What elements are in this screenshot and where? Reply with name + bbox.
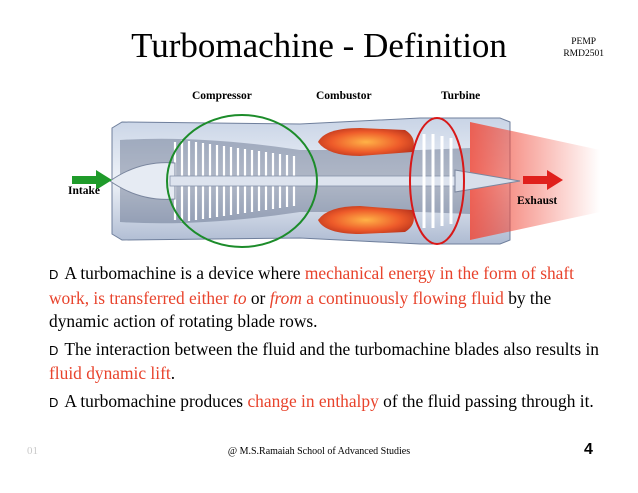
combustor-bottom-flame (318, 206, 414, 234)
turbine-blades (422, 134, 453, 228)
compressor-highlight-ring (166, 114, 318, 248)
bullet-text: of the fluid passing through it. (378, 390, 594, 411)
bullet-text: A turbomachine produces (64, 390, 248, 411)
turbine-highlight-ring (409, 117, 465, 245)
bullet-text: . (170, 363, 176, 383)
bullet-highlight: fluid dynamic lift (49, 363, 171, 383)
bullet-text: or (246, 287, 270, 308)
label-compressor: Compressor (192, 90, 252, 102)
course-code: PEMP RMD2501 (563, 36, 604, 60)
label-turbine: Turbine (441, 90, 481, 102)
slide-code: 01 (27, 445, 38, 457)
bullet-highlight: a continuously flowing (301, 287, 471, 308)
bullet-marker-icon: D (49, 342, 59, 358)
bullet-marker-icon: D (49, 267, 59, 282)
combustor-top-flame (318, 128, 414, 156)
bullet-highlight: fluid (470, 287, 504, 308)
bullet-marker-icon: D (49, 394, 59, 410)
footer-credit: @ M.S.Ramaiah School of Advanced Studies (227, 446, 411, 457)
label-combustor: Combustor (316, 90, 372, 102)
label-exhaust: Exhaust (517, 195, 558, 207)
bullet-highlight: mechanical energy in the form of shaft w… (49, 263, 575, 308)
slide-title: Turbomachine - Definition (131, 26, 507, 65)
bullet-highlight: to (232, 287, 247, 308)
course-code-line2: RMD2501 (563, 49, 604, 59)
exhaust-arrow-icon (523, 170, 563, 190)
bullet-list: D A turbomachine is a device where mechan… (49, 262, 609, 418)
bullet-item: D A turbomachine is a device where mechan… (49, 262, 609, 334)
bullet-text: The interaction between the fluid and th… (64, 338, 599, 359)
bullet-item: D The interaction between the fluid and t… (49, 338, 609, 386)
bullet-item: D A turbomachine produces change in entha… (49, 390, 609, 415)
page-number: 4 (584, 441, 593, 458)
label-intake: Intake (68, 185, 100, 197)
intake-arrow-icon (72, 170, 112, 190)
exhaust-cone (454, 169, 521, 193)
course-code-line1: PEMP (571, 37, 597, 47)
bullet-text: A turbomachine is a device where (64, 263, 305, 283)
bullet-highlight: change in enthalpy (247, 390, 379, 411)
bullet-highlight: from (269, 287, 302, 308)
bullet-text: by the dynamic action of rotating blade … (49, 287, 552, 332)
